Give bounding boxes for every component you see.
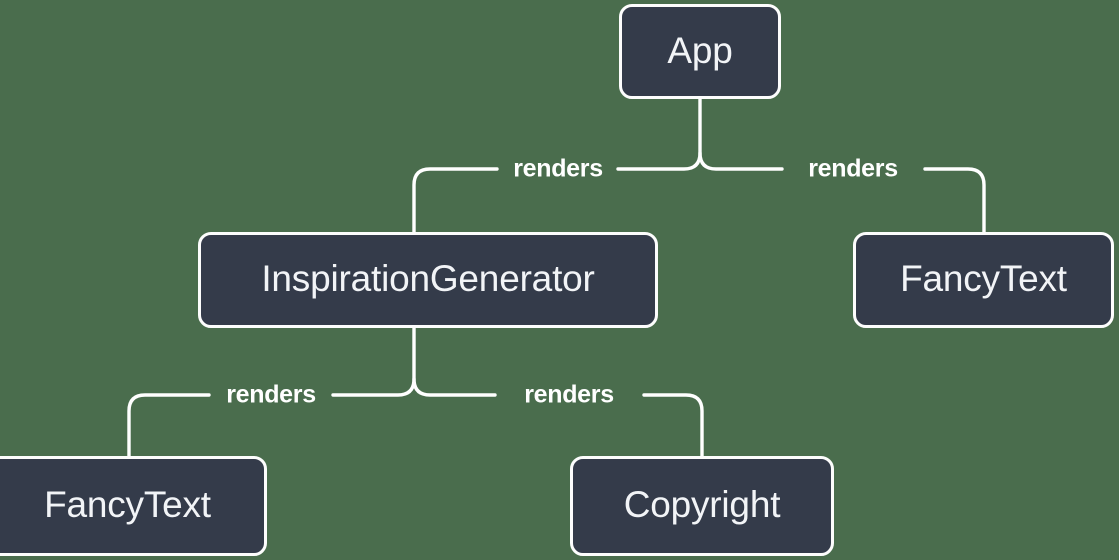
edge-app-to-inspirationgenerator <box>412 167 499 234</box>
node-app-label: App <box>667 29 733 71</box>
edge-label-inspirationgenerator-to-copyright: renders <box>524 380 614 409</box>
node-fancytext-right-label: FancyText <box>900 258 1067 299</box>
node-copyright[interactable]: Copyright <box>570 456 834 556</box>
edge-inspirationgenerator-to-fancytext-bottomleft <box>127 393 211 458</box>
edge-label-inspirationgenerator-to-fancytext-bottomleft: renders <box>226 380 316 409</box>
edge-app-stem-right <box>698 151 784 171</box>
node-copyright-label: Copyright <box>623 484 781 525</box>
node-app[interactable]: App <box>619 4 781 99</box>
node-inspirationgenerator[interactable]: InspirationGenerator <box>198 232 658 328</box>
edge-app-to-fancytext-right <box>923 167 986 234</box>
node-inspirationgenerator-label: InspirationGenerator <box>261 258 595 299</box>
node-fancytext-bottomleft-label: FancyText <box>44 484 211 525</box>
edge-inspirationgenerator-stem <box>331 326 416 397</box>
edge-label-app-to-fancytext-right: renders <box>808 154 898 183</box>
node-fancytext-right[interactable]: FancyText <box>853 232 1114 328</box>
node-fancytext-bottomleft[interactable]: FancyText <box>0 456 267 556</box>
edge-app-stem <box>616 97 702 171</box>
edge-inspirationgenerator-to-copyright <box>642 393 704 458</box>
edge-label-app-to-inspirationgenerator: renders <box>513 154 603 183</box>
edge-inspirationgenerator-stem-right <box>412 377 497 397</box>
